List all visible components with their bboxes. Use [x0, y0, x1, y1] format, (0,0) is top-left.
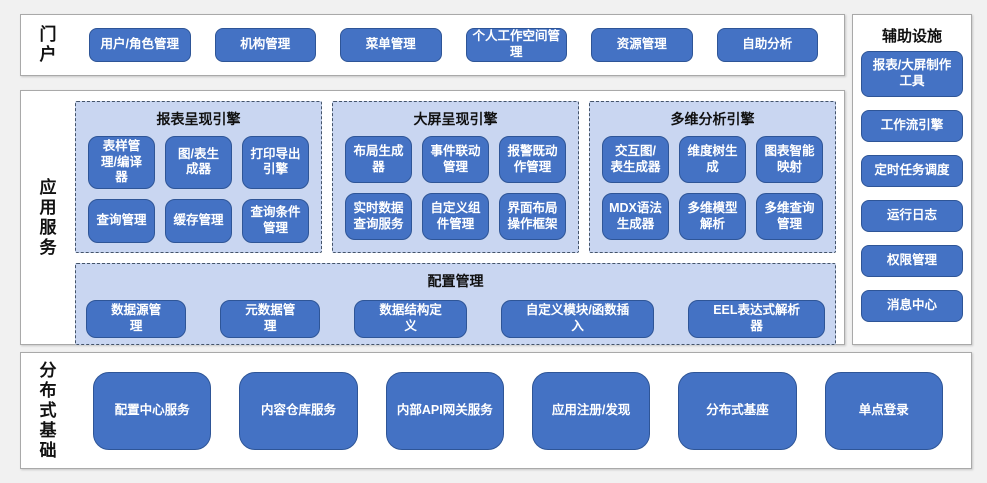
distributed-base-section: 分布式基础 配置中心服务 内容仓库服务 内部API网关服务 应用注册/发现 分布…: [20, 352, 972, 469]
app-services-section: 应用服务 报表呈现引擎 表样管理/编译器 图/表生成器 打印导出引擎 查询管理 …: [20, 90, 845, 345]
app-services-label: 应用服务: [36, 177, 56, 258]
engine-block: 自定义组件管理: [422, 193, 489, 240]
engine-block: 布局生成器: [345, 136, 412, 183]
report-engine-group: 报表呈现引擎 表样管理/编译器 图/表生成器 打印导出引擎 查询管理 缓存管理 …: [75, 101, 322, 253]
config-block: 自定义模块/函数插入: [500, 300, 655, 338]
aux-block: 运行日志: [861, 200, 963, 232]
base-block: 应用注册/发现: [531, 371, 651, 450]
portal-block: 个人工作空间管理: [465, 28, 567, 62]
group-title: 大屏呈现引擎: [413, 111, 498, 127]
engine-block: 实时数据查询服务: [345, 193, 412, 240]
bigscreen-engine-group: 大屏呈现引擎 布局生成器 事件联动管理 报警既动作管理 实时数据查询服务 自定义…: [332, 101, 579, 253]
engine-block: 表样管理/编译器: [88, 136, 155, 189]
engine-block: 界面布局操作框架: [499, 193, 566, 240]
group-title: 多维分析引擎: [670, 111, 755, 127]
engine-block: 交互图/表生成器: [602, 136, 669, 183]
engine-block: 缓存管理: [165, 198, 232, 243]
aux-block: 定时任务调度: [861, 155, 963, 187]
engine-block: 报警既动作管理: [499, 136, 566, 183]
base-block: 内部API网关服务: [385, 371, 504, 450]
engine-block: 图/表生成器: [165, 136, 232, 189]
portal-block: 资源管理: [591, 28, 693, 62]
engine-block: 图表智能映射: [756, 136, 823, 183]
base-block: 分布式基座: [678, 371, 797, 450]
engine-block: 查询条件管理: [242, 198, 309, 243]
aux-block: 消息中心: [861, 290, 963, 322]
auxiliary-title: 辅助设施: [881, 28, 942, 45]
base-block: 配置中心服务: [93, 371, 212, 450]
engine-block: 维度树生成: [679, 136, 746, 183]
config-block: EEL表达式解析器: [688, 300, 825, 338]
config-title: 配置管理: [427, 273, 484, 289]
portal-block: 机构管理: [214, 28, 316, 62]
aux-block: 权限管理: [861, 245, 963, 277]
olap-engine-group: 多维分析引擎 交互图/表生成器 维度树生成 图表智能映射 MDX语法生成器 多维…: [589, 101, 836, 253]
aux-block: 报表/大屏制作工具: [861, 51, 963, 97]
config-block: 元数据管理: [220, 300, 321, 338]
app-services-content: 报表呈现引擎 表样管理/编译器 图/表生成器 打印导出引擎 查询管理 缓存管理 …: [71, 91, 844, 345]
engine-block: 打印导出引擎: [242, 136, 309, 189]
config-block: 数据结构定义: [354, 300, 467, 338]
engine-block: 多维模型解析: [679, 193, 746, 240]
engine-groups: 报表呈现引擎 表样管理/编译器 图/表生成器 打印导出引擎 查询管理 缓存管理 …: [75, 101, 836, 253]
engine-block: 多维查询管理: [756, 193, 823, 240]
base-block: 单点登录: [824, 371, 943, 450]
config-block: 数据源管理: [86, 300, 187, 338]
config-management-band: 配置管理 数据源管理 元数据管理 数据结构定义 自定义模块/函数插入 EEL表达…: [75, 263, 836, 345]
portal-row: 用户/角色管理 机构管理 菜单管理 个人工作空间管理 资源管理 自助分析: [71, 15, 844, 75]
portal-label: 门户: [36, 25, 56, 65]
engine-block: 查询管理: [88, 198, 155, 243]
portal-block: 菜单管理: [340, 28, 442, 62]
distributed-base-label: 分布式基础: [36, 360, 56, 461]
group-title: 报表呈现引擎: [156, 111, 241, 127]
engine-block: 事件联动管理: [422, 136, 489, 183]
portal-block: 用户/角色管理: [89, 28, 191, 62]
portal-section: 门户 用户/角色管理 机构管理 菜单管理 个人工作空间管理 资源管理 自助分析: [20, 14, 845, 76]
portal-block: 自助分析: [716, 28, 818, 62]
auxiliary-section: 辅助设施 报表/大屏制作工具 工作流引擎 定时任务调度 运行日志 权限管理 消息…: [852, 14, 972, 345]
base-block: 内容仓库服务: [239, 371, 358, 450]
engine-block: MDX语法生成器: [602, 193, 669, 240]
aux-block: 工作流引擎: [861, 110, 963, 142]
